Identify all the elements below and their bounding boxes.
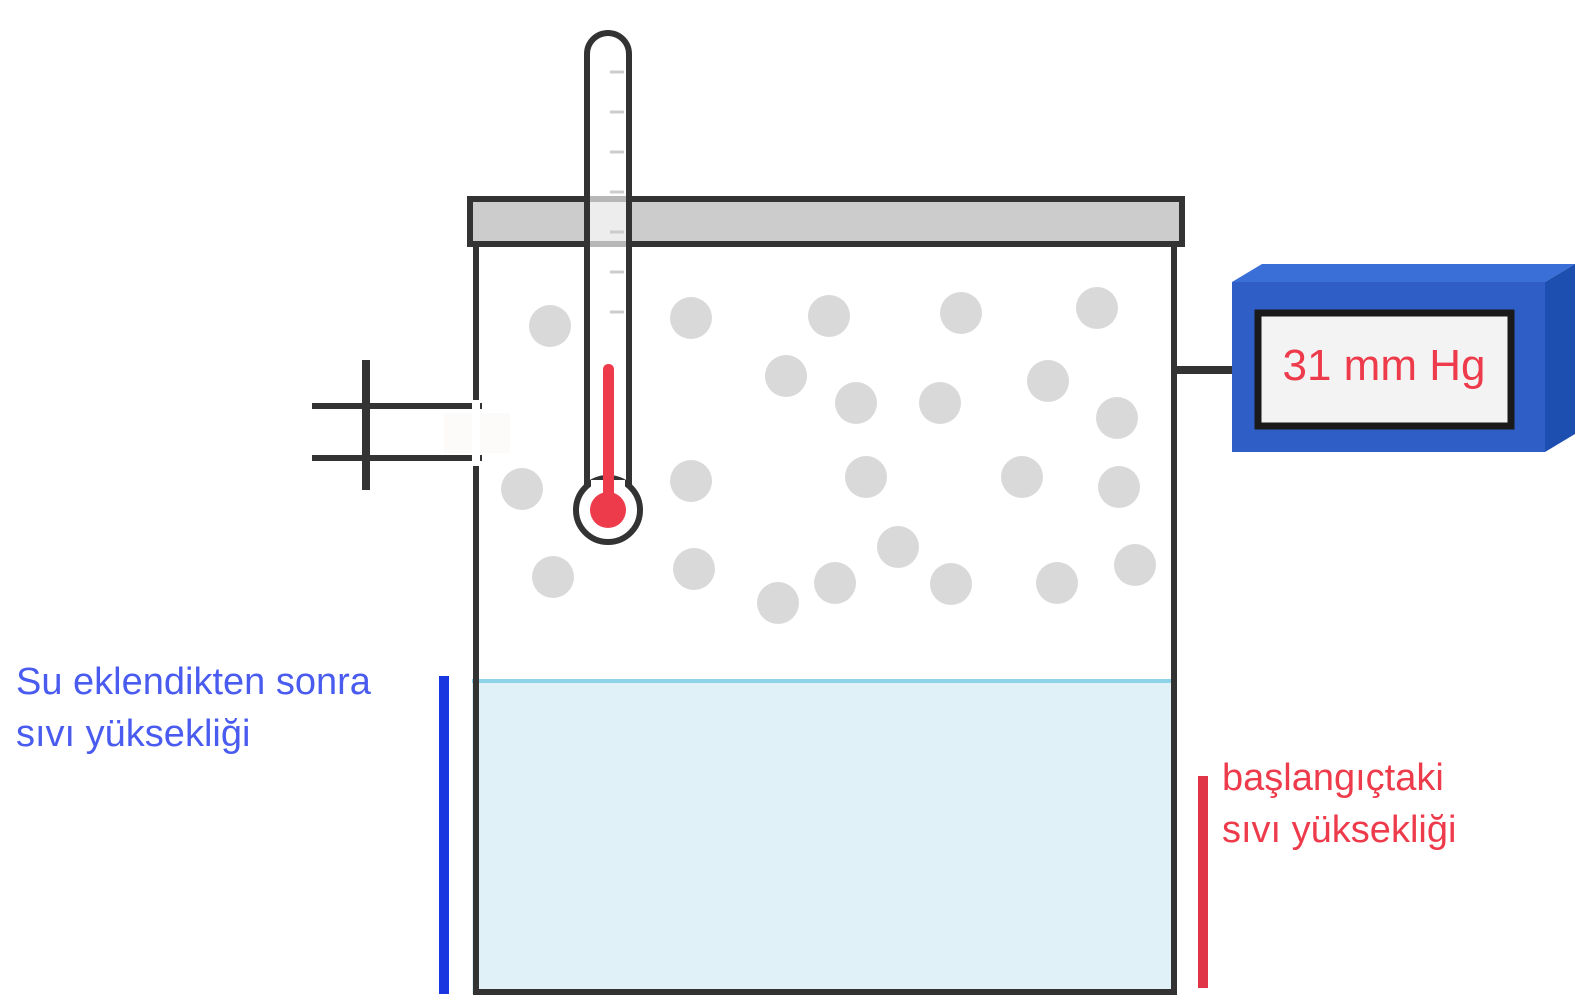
vapor-particle xyxy=(1076,287,1118,329)
liquid xyxy=(472,680,1171,994)
container xyxy=(473,244,1177,995)
vapor-particle xyxy=(845,456,887,498)
pressure-gauge-icon: 31 mm Hg xyxy=(1232,264,1575,452)
valve-icon xyxy=(312,360,510,490)
vapor-particle xyxy=(1114,544,1156,586)
vapor-particle xyxy=(501,468,543,510)
vapor-particle xyxy=(930,563,972,605)
after-water-height-label-line2: sıvı yüksekliği xyxy=(16,713,251,755)
initial-height-label-line1: başlangıçtaki xyxy=(1222,757,1444,799)
initial-height-label: başlangıçtaki sıvı yüksekliği xyxy=(1222,752,1456,856)
after-water-height-label-line1: Su eklendikten sonra xyxy=(16,661,371,703)
vapor-particle xyxy=(835,382,877,424)
vapor-particle xyxy=(1036,562,1078,604)
thermometer-icon xyxy=(573,30,643,545)
vapor-particle xyxy=(1027,360,1069,402)
vapor-particle xyxy=(919,382,961,424)
vapor-particles xyxy=(501,287,1156,624)
vapor-particle xyxy=(670,297,712,339)
vapor-particle xyxy=(940,292,982,334)
vapor-particle xyxy=(1098,466,1140,508)
vapor-particle xyxy=(532,556,574,598)
gauge-reading: 31 mm Hg xyxy=(1283,341,1486,390)
vapor-particle xyxy=(670,460,712,502)
vapor-particle xyxy=(1096,397,1138,439)
vapor-particle xyxy=(814,562,856,604)
initial-height-label-line2: sıvı yüksekliği xyxy=(1222,809,1457,851)
vapor-particle xyxy=(808,295,850,337)
vapor-particle xyxy=(1001,456,1043,498)
vapor-particle xyxy=(757,582,799,624)
vapor-particle xyxy=(877,526,919,568)
vapor-particle xyxy=(673,548,715,590)
vapor-particle xyxy=(765,355,807,397)
after-water-height-label: Su eklendikten sonra sıvı yüksekliği xyxy=(16,656,371,760)
vapor-particle xyxy=(529,305,571,347)
lid xyxy=(467,196,1185,247)
